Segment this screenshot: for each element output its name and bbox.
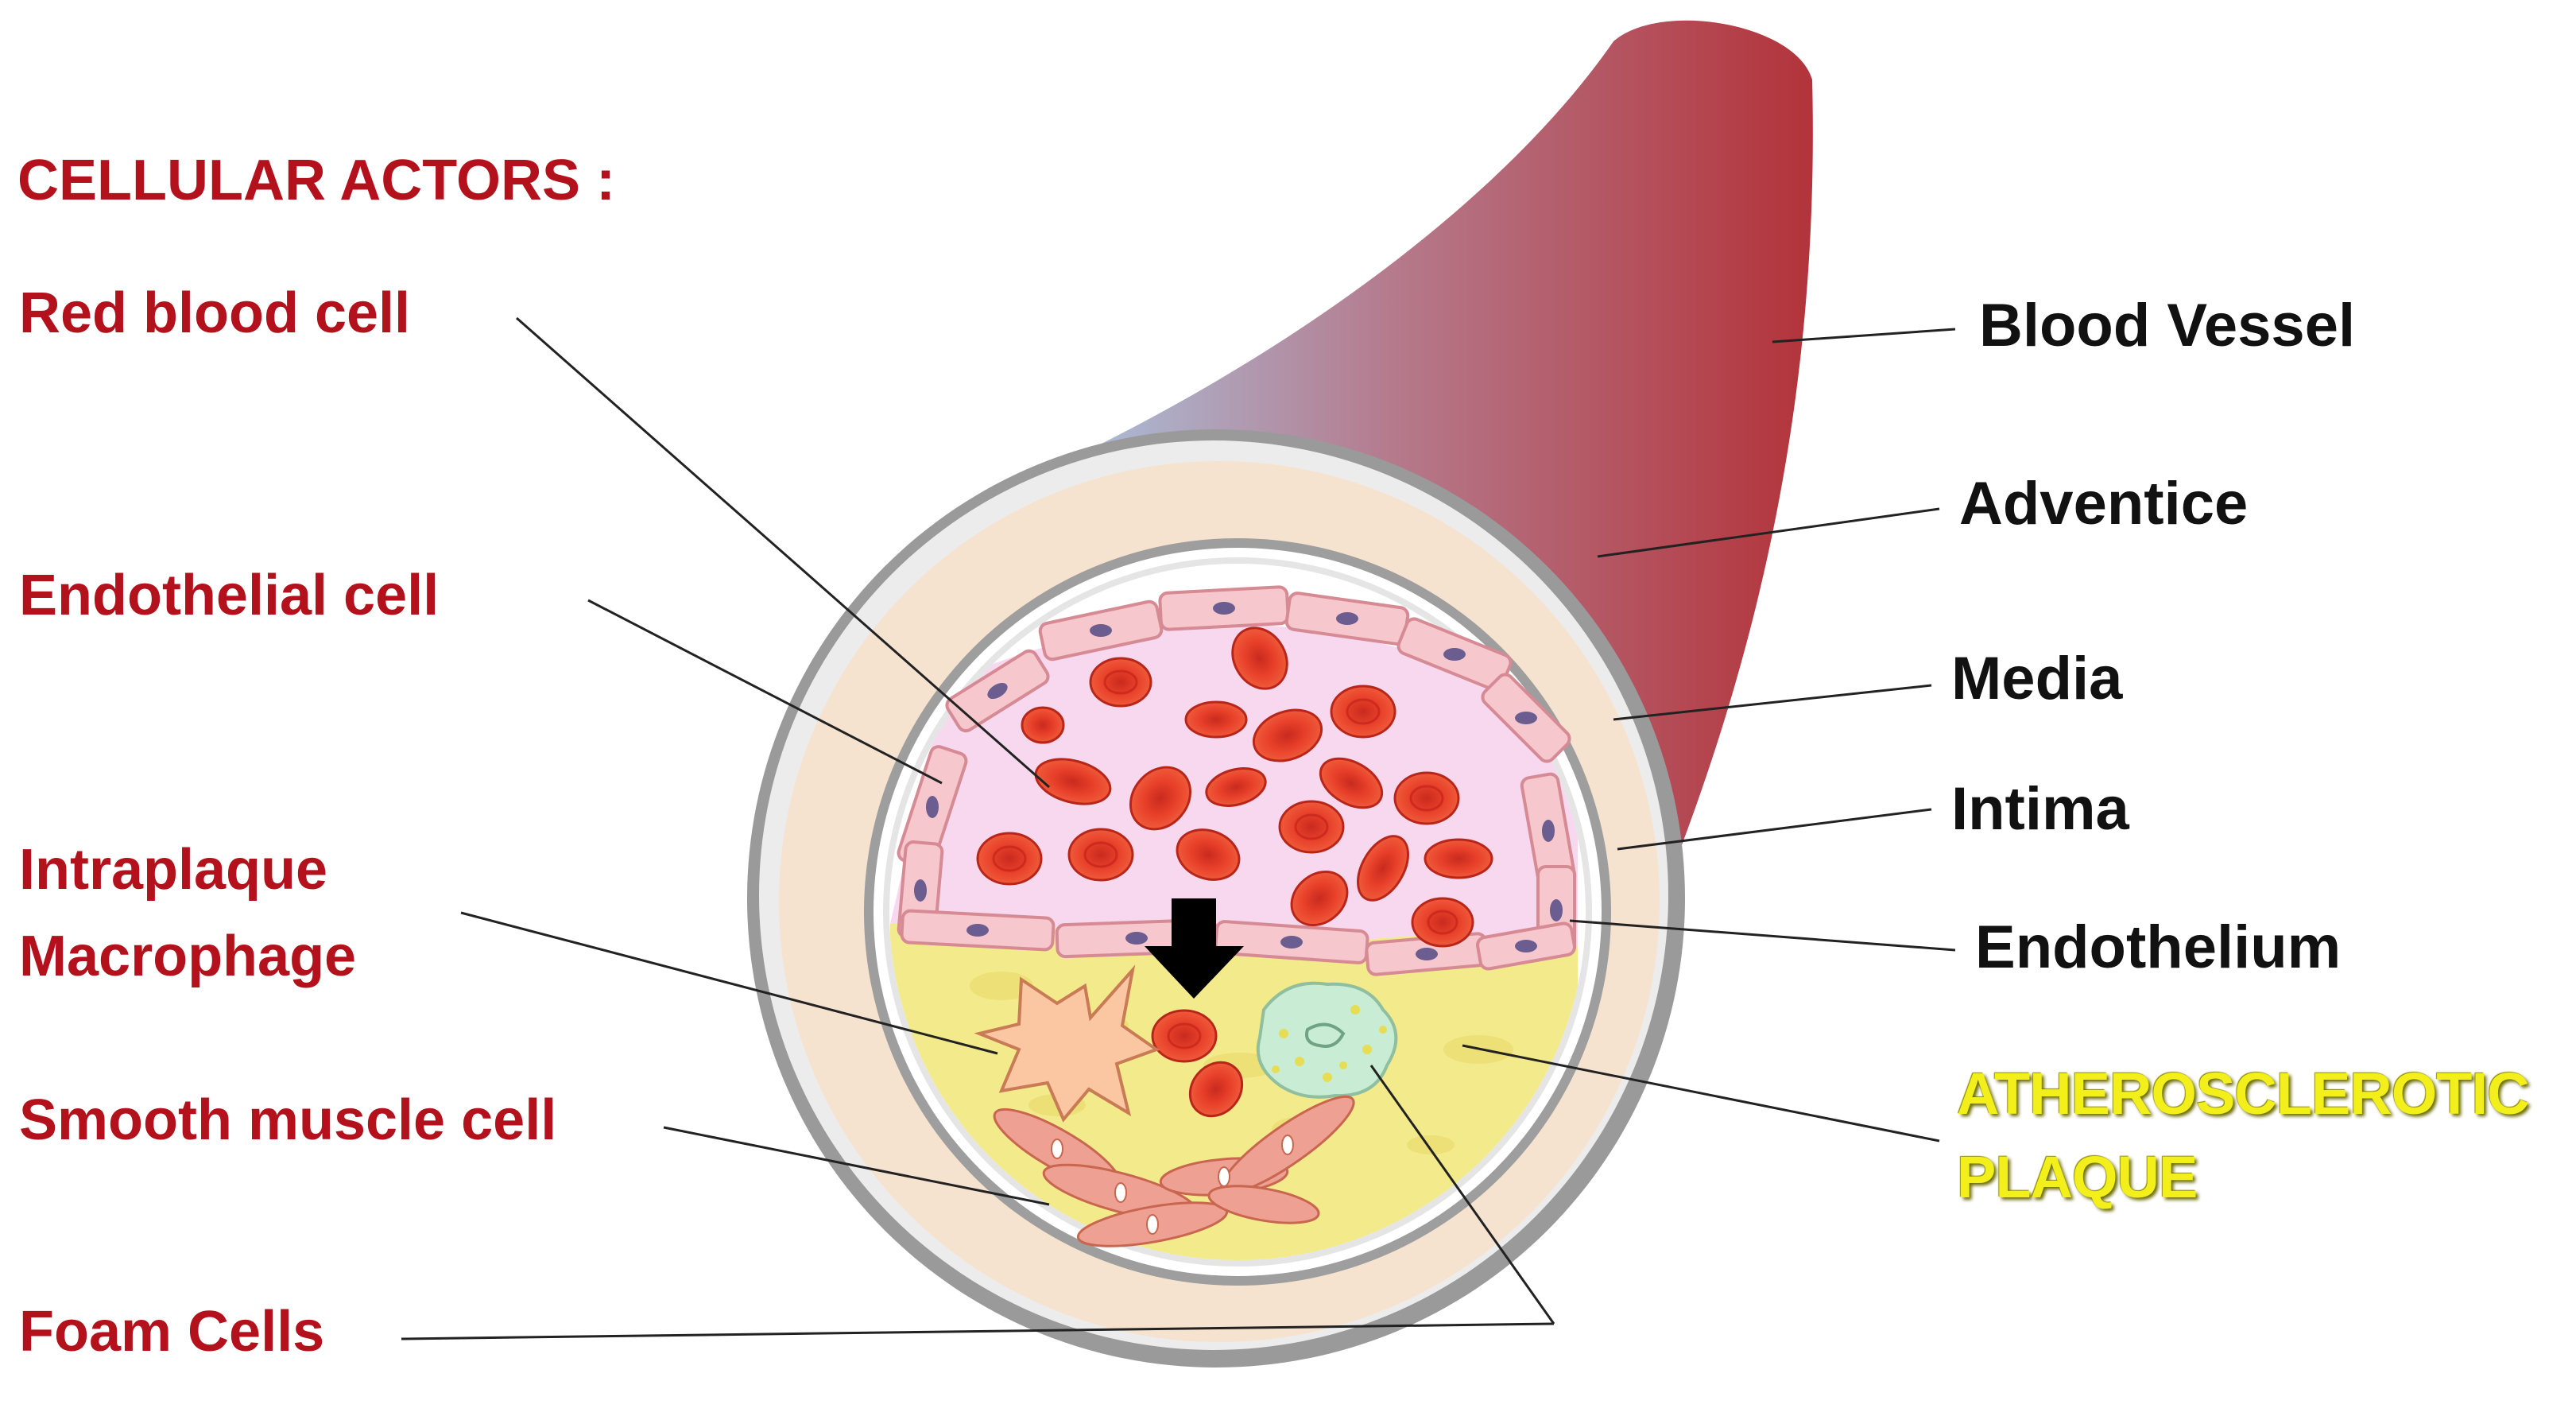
intraplaque-macrophage	[974, 964, 1160, 1123]
label-media: Media	[1951, 645, 2123, 712]
label-smooth-muscle-cell: Smooth muscle cell	[19, 1088, 557, 1152]
label-atherosclerotic: ATHEROSCLEROTIC	[1957, 1061, 2530, 1127]
label-adventice: Adventice	[1959, 470, 2249, 537]
label-intraplaque: Intraplaque	[19, 838, 328, 902]
red-blood-cells	[976, 627, 1493, 1118]
label-red-blood-cell: Red blood cell	[19, 281, 411, 345]
label-endothelium: Endothelium	[1975, 914, 2342, 981]
label-foam-cells: Foam Cells	[19, 1300, 325, 1364]
label-macrophage: Macrophage	[19, 925, 357, 988]
label-plaque: PLAQUE	[1957, 1144, 2198, 1210]
label-blood-vessel: Blood Vessel	[1979, 292, 2356, 359]
label-intima: Intima	[1951, 775, 2129, 843]
foam-cell	[1256, 981, 1398, 1099]
arrow-down-icon	[1145, 898, 1244, 999]
cellular-actors-heading: CELLULAR ACTORS :	[17, 149, 615, 212]
leader-lines	[401, 316, 1956, 1340]
label-endothelial-cell: Endothelial cell	[19, 564, 440, 627]
